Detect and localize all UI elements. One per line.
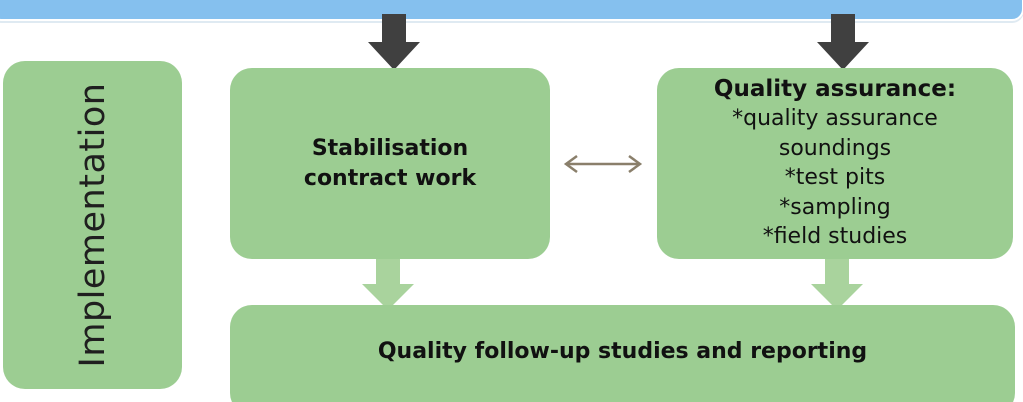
contract-work-line-1: Stabilisation	[311, 135, 469, 161]
arrow-contract-to-followup	[362, 258, 414, 310]
qa-item: *sampling	[779, 194, 891, 220]
qa-item: *field studies	[762, 224, 908, 249]
bidirectional-arrow	[563, 154, 643, 174]
arrow-qa-to-followup	[811, 258, 863, 310]
qa-title: Quality assurance:	[713, 76, 957, 102]
contract-work-box: Stabilisation contract work	[230, 68, 550, 259]
implementation-label-box: Implementation	[3, 61, 182, 389]
followup-box: Quality follow-up studies and reporting	[230, 305, 1015, 402]
arrow-down-to-qa	[817, 14, 869, 70]
followup-label: Quality follow-up studies and reporting	[377, 339, 868, 364]
qa-item: *test pits	[784, 165, 886, 190]
contract-work-line-2: contract work	[303, 165, 477, 191]
qa-item: soundings	[778, 135, 892, 161]
quality-assurance-box: Quality assurance: *quality assurance so…	[657, 68, 1013, 259]
implementation-label: Implementation	[72, 82, 113, 368]
arrow-down-to-contract	[368, 14, 420, 70]
qa-item: *quality assurance	[732, 106, 938, 131]
top-bar	[0, 0, 1023, 21]
